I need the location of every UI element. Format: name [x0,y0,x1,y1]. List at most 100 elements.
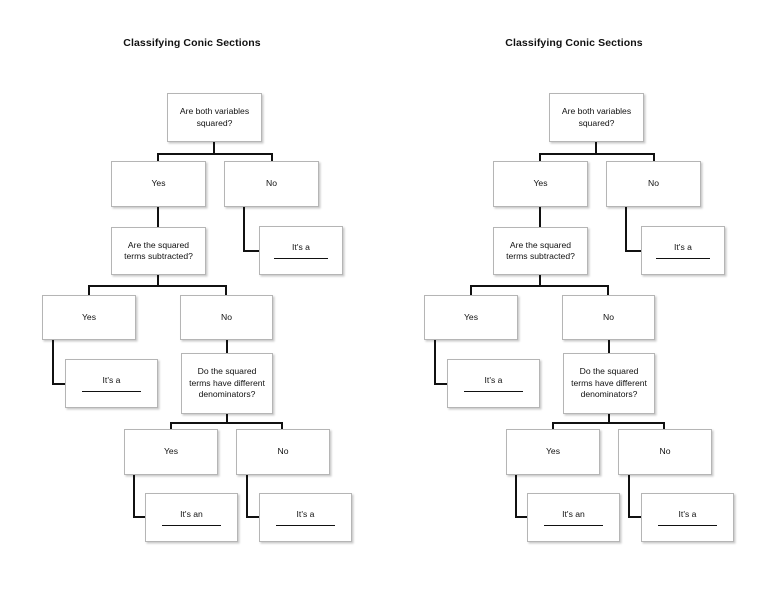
node-subtracted-question[interactable]: Are the squared terms subtracted? [111,227,206,275]
node-root-yes-label: Yes [151,178,166,189]
connector-subtracted-bus [88,285,227,287]
connector-denno-elbow-vertical [628,475,630,518]
node-denominators-yes-answer-lead: It's an [180,509,203,520]
node-denominators-question-label: Do the squared terms have different deno… [571,366,647,400]
connector-denno-elbow-horizontal [246,516,261,518]
connector-root-bus [157,153,273,155]
page-title: Classifying Conic Sections [505,37,643,49]
connector-yes-to-subtracted [157,207,159,227]
node-subtracted-yes-answer[interactable]: It's a [447,359,540,408]
node-root-yes[interactable]: Yes [111,161,206,207]
connector-denno-elbow-horizontal [628,516,643,518]
connector-subtracted-to-no [225,285,227,295]
node-subtracted-yes-answer-lead: It's a [102,375,121,386]
node-denominators-yes-answer[interactable]: It's an [527,493,620,542]
node-root-no[interactable]: No [224,161,319,207]
connector-root-bus [539,153,655,155]
node-denominators-yes[interactable]: Yes [124,429,218,475]
connector-root-stem [595,142,597,155]
connector-denominators-to-yes [552,422,554,431]
node-denominators-no-answer-lead: It's a [296,509,315,520]
connector-subtracted-to-yes [88,285,90,295]
connector-subno-to-denominators [608,340,610,353]
connector-no-elbow-vertical [243,207,245,252]
connector-denominators-stem [608,414,610,424]
node-subtracted-yes-label: Yes [81,311,97,322]
node-subtracted-yes-answer-blank [81,390,142,392]
connector-yes-to-subtracted [539,207,541,227]
page-title: Classifying Conic Sections [123,37,261,49]
node-subtracted-no[interactable]: No [562,295,655,340]
connector-subyes-elbow-horizontal [434,383,449,385]
connector-denominators-to-no [663,422,665,431]
node-root-question-label: Are both variables squared? [179,106,250,128]
node-root-no-answer-lead: It's a [674,242,692,253]
node-root-question[interactable]: Are both variables squared? [549,93,644,142]
node-denominators-yes-label: Yes [545,446,561,457]
node-denominators-no-answer-blank [657,524,718,526]
node-subtracted-yes[interactable]: Yes [424,295,518,340]
connector-denyes-elbow-horizontal [515,516,529,518]
node-subtracted-no-label: No [603,311,614,322]
node-denominators-no-label: No [659,446,671,457]
flowchart-left: Classifying Conic Sections Are both vari… [42,37,352,542]
node-denominators-no-label: No [277,446,289,457]
node-subtracted-yes[interactable]: Yes [42,295,136,340]
node-root-yes-label: Yes [533,178,548,189]
node-denominators-yes[interactable]: Yes [506,429,600,475]
node-root-no-answer[interactable]: It's a [641,226,725,275]
node-root-no-label: No [266,178,277,189]
connector-subyes-elbow-horizontal [52,383,67,385]
connector-root-stem [213,142,215,155]
node-root-no-label: No [648,178,659,189]
connector-denominators-bus [552,422,665,424]
node-subtracted-question-label: Are the squared terms subtracted? [506,239,575,262]
node-denominators-yes-answer-lead: It's an [562,509,585,520]
node-subtracted-question[interactable]: Are the squared terms subtracted? [493,227,588,275]
connector-denominators-to-no [281,422,283,431]
node-denominators-no-answer[interactable]: It's a [641,493,734,542]
connector-subtracted-to-yes [470,285,472,295]
node-denominators-question[interactable]: Do the squared terms have different deno… [563,353,655,414]
node-subtracted-no-label: No [221,311,232,322]
connector-denyes-elbow-vertical [133,475,135,518]
connector-denominators-to-yes [170,422,172,431]
node-root-no-answer-blank [656,257,710,259]
node-denominators-yes-answer-blank [543,524,604,526]
flowchart-right: Classifying Conic Sections Are both vari… [382,0,766,594]
node-subtracted-yes-label: Yes [463,311,479,322]
node-denominators-no[interactable]: No [618,429,712,475]
node-subtracted-yes-answer[interactable]: It's a [65,359,158,408]
node-root-question[interactable]: Are both variables squared? [167,93,262,142]
node-root-no[interactable]: No [606,161,701,207]
connector-root-to-yes [157,153,159,163]
node-root-no-answer[interactable]: It's a [259,226,343,275]
node-denominators-yes-answer-blank [161,524,222,526]
connector-subtracted-stem [157,275,159,287]
connector-root-to-no [271,153,273,163]
connector-denno-elbow-vertical [246,475,248,518]
connector-denominators-bus [170,422,283,424]
connector-subyes-elbow-vertical [434,340,436,385]
connector-denyes-elbow-horizontal [133,516,147,518]
node-denominators-no-answer-blank [275,524,336,526]
connector-subno-to-denominators [226,340,228,353]
connector-no-elbow-horizontal [625,250,643,252]
node-denominators-no-answer-lead: It's a [678,509,697,520]
node-root-yes[interactable]: Yes [493,161,588,207]
node-root-no-answer-lead: It's a [292,242,310,253]
node-denominators-question[interactable]: Do the squared terms have different deno… [181,353,273,414]
connector-subtracted-stem [539,275,541,287]
node-subtracted-yes-answer-blank [463,390,524,392]
connector-no-elbow-vertical [625,207,627,252]
node-denominators-yes-answer[interactable]: It's an [145,493,238,542]
node-denominators-no[interactable]: No [236,429,330,475]
connector-subtracted-bus [470,285,609,287]
node-denominators-no-answer[interactable]: It's a [259,493,352,542]
connector-subyes-elbow-vertical [52,340,54,385]
connector-subtracted-to-no [607,285,609,295]
node-subtracted-question-label: Are the squared terms subtracted? [124,239,193,262]
connector-root-to-yes [539,153,541,163]
node-subtracted-no[interactable]: No [180,295,273,340]
connector-root-to-no [653,153,655,163]
